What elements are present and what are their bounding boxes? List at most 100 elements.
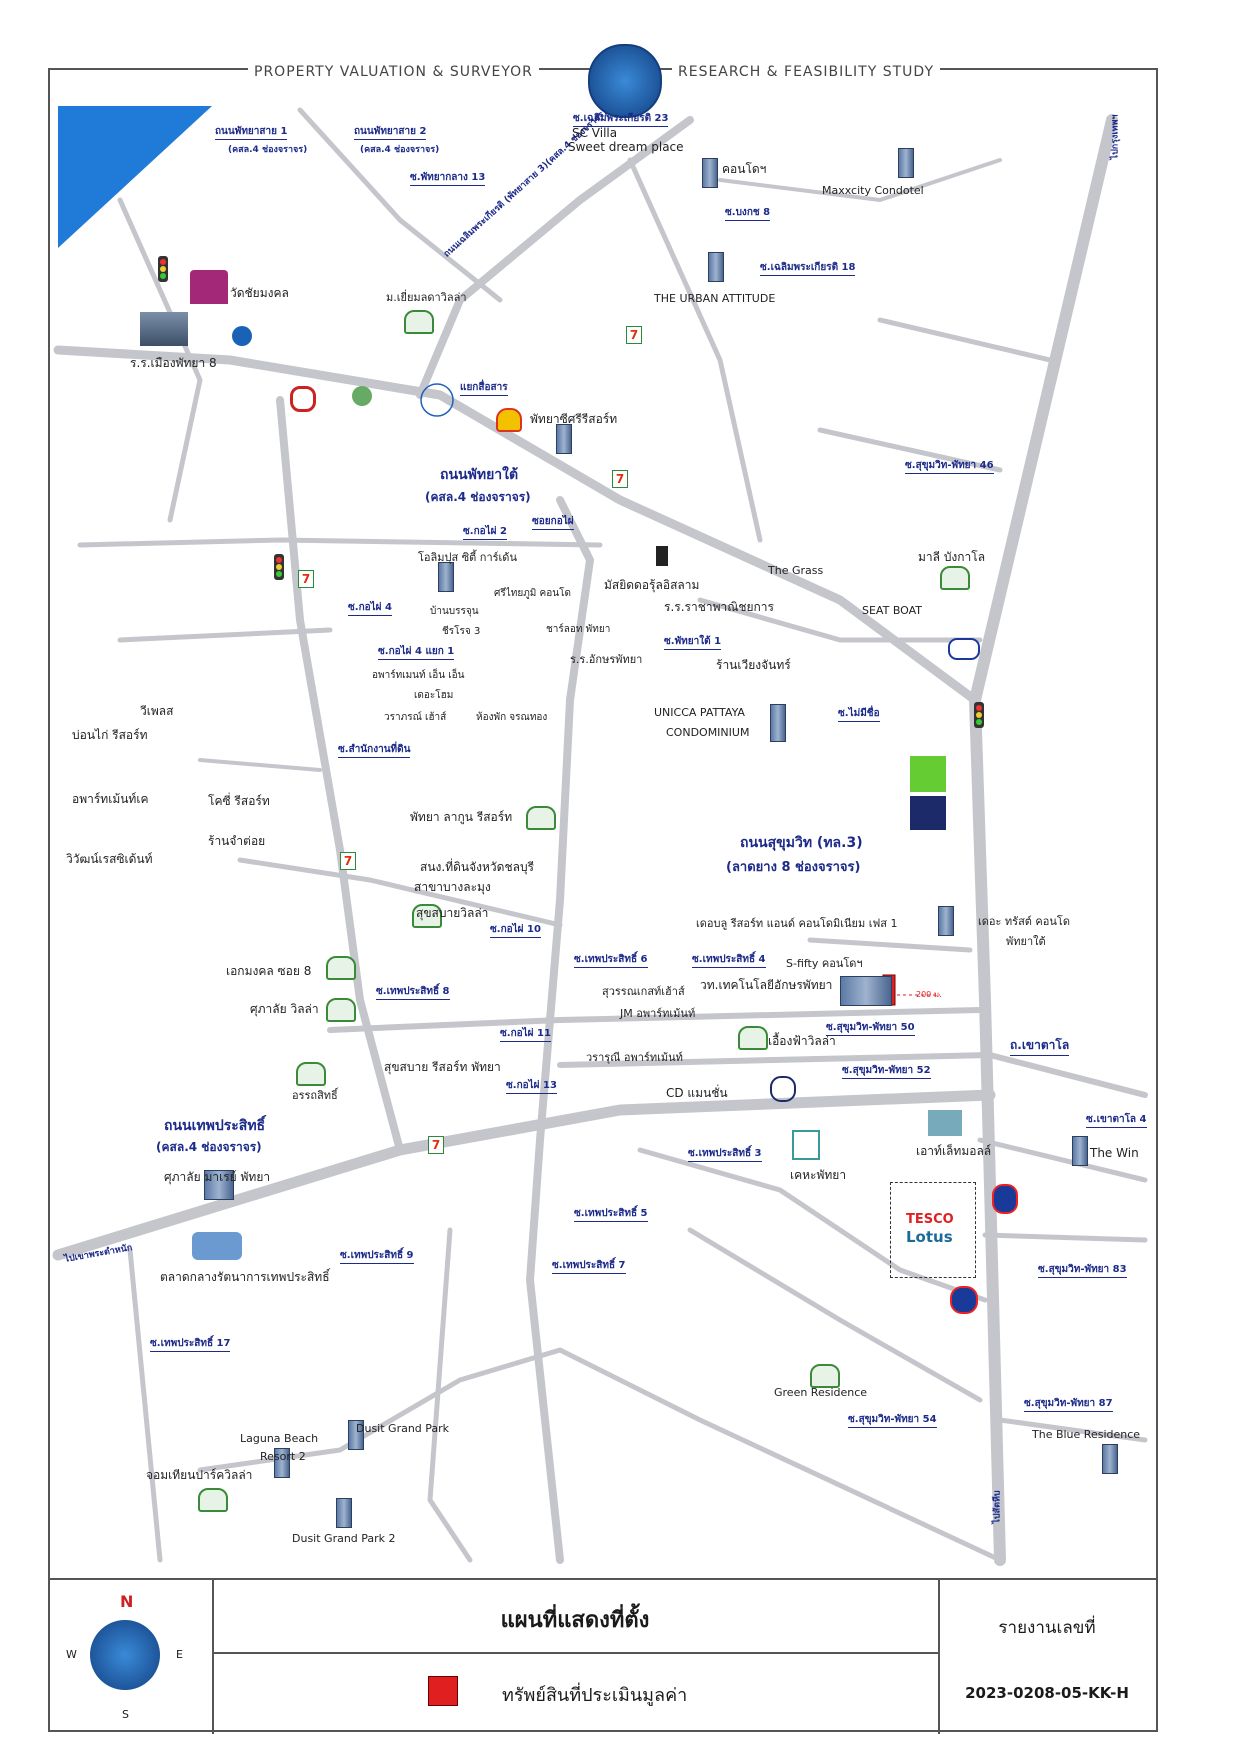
label-sukala-villa: ศุภาลัย วิลล่า [250, 1002, 319, 1016]
villa-icon [526, 806, 556, 830]
center-road [526, 496, 594, 1564]
road-pattaya-sai2: ถนนพัทยาสาย 2 [354, 124, 427, 140]
legend-label: ทรัพย์สินที่ประเมินมูลค่า [502, 1685, 688, 1706]
big-c-icon [910, 756, 946, 792]
road-pattaya-tai: ถนนพัทยาใต้ [440, 467, 519, 483]
road-thepprasit-sub: (คสล.4 ช่องจราจร) [156, 1140, 262, 1154]
label-the-base2: พัทยาใต้ [1006, 935, 1046, 948]
label-ekmongkol: เอกมงคล ซอย 8 [226, 964, 312, 978]
label-unicca2: CONDOMINIUM [666, 726, 750, 739]
soi-bongkot8: ซ.บงกช 8 [725, 205, 771, 221]
market-icon [192, 1232, 242, 1260]
thepprasit-road [52, 1089, 996, 1261]
header-right: RESEARCH & FEASIBILITY STUDY [672, 64, 940, 80]
label-varaphorn: วราภรณ์ เฮ้าส์ [384, 712, 447, 723]
soi-chaloem18: ซ.เฉลิมพระเกียรติ 18 [760, 260, 856, 276]
label-wipol: วีเพลส [140, 704, 174, 718]
label-dlux: เดอบลู รีสอร์ท แอนด์ คอนโดมิเนียม เฟส 1 [696, 917, 898, 930]
label-land-office: สนง.ที่ดินจังหวัดชลบุรี [420, 860, 534, 874]
road-pattaya-sai1: ถนนพัทยาสาย 1 [215, 124, 288, 140]
legend-cell: ทรัพย์สินที่ประเมินมูลค่า [212, 1652, 940, 1734]
label-land-office2: สาขาบางละมุง [414, 880, 491, 894]
label-masjid: มัสยิดดอรุ้ลอิสลาม [604, 578, 700, 592]
label-the-base: เดอะ ทรัสต์ คอนโด [978, 915, 1070, 928]
label-jirot: ชีรโรจ 3 [442, 626, 481, 637]
label-laguna-beach2: Resort 2 [260, 1450, 306, 1463]
dusit-grand-building-icon [348, 1420, 364, 1450]
sea-area [58, 106, 212, 248]
world-valuation-logo-icon [588, 44, 662, 118]
road-thepprasit: ถนนเทพประสิทธิ์ [164, 1118, 266, 1134]
bangchak-icon [352, 386, 372, 406]
soi-thepprasit8: ซ.เทพประสิทธิ์ 8 [376, 984, 450, 1000]
to-bangkok: ไปกรุงเทพฯ [1110, 114, 1121, 160]
label-school-akson: ร.ร.อักษรพัทยา [570, 653, 643, 666]
the-win-building-icon [1072, 1136, 1088, 1166]
label-wisan: วิวัฒน์เรสซิเด้นท์ [66, 852, 153, 866]
villa-icon [296, 1062, 326, 1086]
label-jomtien-park: จอมเทียนปาร์ควิลล่า [146, 1468, 253, 1482]
label-dusit-grand: Dusit Grand Park [356, 1422, 450, 1435]
legend-swatch [428, 1676, 458, 1706]
traffic-light-icon [974, 702, 984, 728]
label-blue-residence: The Blue Residence [1032, 1428, 1141, 1441]
villa-icon [412, 904, 442, 928]
label-unicca: UNICCA PATTAYA [654, 706, 745, 719]
urban-attitude-building-icon [708, 252, 724, 282]
mosque-icon [656, 546, 668, 566]
laguna-beach-building-icon [274, 1448, 290, 1478]
ptt-station-icon [992, 1184, 1018, 1214]
villa-icon [404, 310, 434, 334]
esso-icon [948, 638, 980, 660]
label-chuenfa: เอื้องฟ้าวิลล่า [768, 1034, 836, 1048]
soi-thepprasit5: ซ.เทพประสิทธิ์ 5 [574, 1206, 648, 1222]
tree-icon [770, 1076, 796, 1102]
label-suksabai-villa: สุขสบายวิลล่า [416, 906, 489, 920]
road-pattaya-sai1-sub: (คสล.4 ช่องจราจร) [228, 145, 308, 155]
soi-kopai2: ซ.กอไผ่ 2 [463, 524, 507, 540]
compass-e: E [176, 1648, 183, 1661]
soi-kopai11: ซ.กอไผ่ 11 [500, 1026, 551, 1042]
label-green-residence: Green Residence [774, 1386, 868, 1399]
school-building-icon [140, 312, 188, 346]
soi-sukhumvit46: ซ.สุขุมวิท-พัทยา 46 [905, 458, 994, 474]
soi-khao-talo4: ซ.เขาตาโล 4 [1086, 1112, 1147, 1128]
label-khek: เดอะโฮม [414, 690, 454, 701]
label-the-win: The Win [1090, 1146, 1139, 1160]
label-school-ratcha: ร.ร.ราชาพาณิชยการ [664, 600, 774, 614]
pattaya-sea-building-icon [556, 424, 572, 454]
label-kheha: เคหะพัทยา [790, 1168, 847, 1182]
label-varawut: วรารุณี อพาร์ทเม้นท์ [586, 1051, 683, 1064]
soi-thepprasit4: ซ.เทพประสิทธิ์ 4 [692, 952, 766, 968]
label-raan-jam: ร้านจำต่อย [208, 834, 266, 848]
label-tesco: TESCO [906, 1212, 954, 1227]
ptt-icon [290, 386, 316, 412]
dusit-grand2-building-icon [336, 1498, 352, 1528]
label-olympus: โอลิมปุส ซิตี้ การ์เด้น [418, 551, 517, 564]
label-outlet: เอาท์เล็ทมอลล์ [916, 1144, 992, 1158]
seven-eleven-icon: 7 [612, 470, 628, 488]
homeworks-icon [910, 796, 946, 830]
olympus-building-icon [438, 562, 454, 592]
label-distance: 200 ม. [916, 990, 942, 999]
label-anan: อรรถสิทธิ์ [292, 1089, 338, 1102]
to-sattahip: ไปสัตหีบ [992, 1490, 1003, 1524]
label-cd-mansion: CD แมนชั่น [666, 1086, 728, 1100]
label-chi-resort: โคซี่ รีสอร์ท [208, 794, 270, 808]
label-raan-wiang: ร้านเวียงจันทร์ [716, 658, 791, 672]
condo-building-icon [702, 158, 718, 188]
villa-icon [326, 998, 356, 1022]
label-jm-apartment: JM อพาร์ทเม้นท์ [620, 1007, 696, 1020]
label-apartment-k: อพาร์ทเม้นท์เค [72, 792, 149, 806]
label-mali-bunty: มาลี บังกาโล [918, 550, 986, 564]
soi-kopai4: ซ.กอไผ่ 4 [348, 600, 392, 616]
soi-kopai10: ซ.กอไผ่ 10 [490, 922, 541, 938]
compass-cell: N S E W [48, 1580, 214, 1734]
soi-kopai4-yaek1: ซ.กอไผ่ 4 แยก 1 [378, 644, 455, 660]
label-supalai-mares: ศุภาลัย มาเรย์ พัทยา [164, 1170, 271, 1184]
seven-eleven-icon: 7 [626, 326, 642, 344]
label-seat-boat: SEAT BOAT [862, 604, 923, 617]
soi-chaloem23: ซ.เฉลิมพระเกียรติ 23 [573, 111, 669, 127]
soi-thepprasit9: ซ.เทพประสิทธิ์ 9 [340, 1248, 414, 1264]
